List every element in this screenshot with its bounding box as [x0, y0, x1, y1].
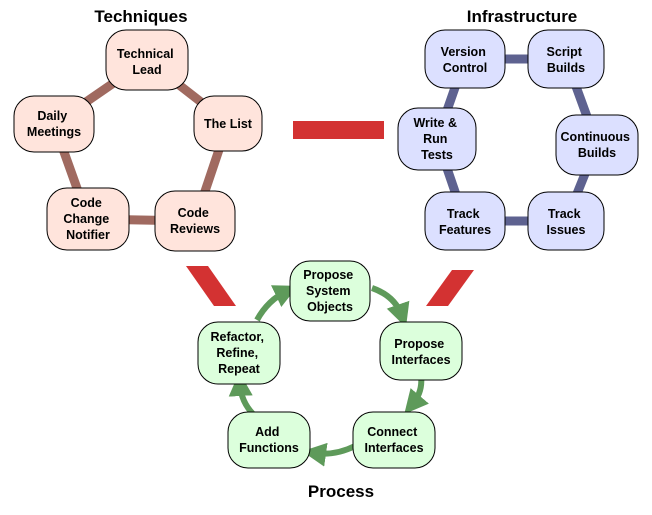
- infrastructure-title: Infrastructure: [467, 7, 578, 26]
- process-title: Process: [308, 482, 374, 501]
- node-the-list: The List: [193, 95, 263, 152]
- node-track-issues: Track Issues: [527, 191, 605, 251]
- node-technical-lead-label: Technical Lead: [117, 47, 177, 77]
- node-continuous-builds: Continuous Builds: [555, 114, 639, 176]
- node-daily-meetings-label: Daily Meetings: [27, 109, 81, 139]
- node-connect-interfaces: Connect Interfaces: [352, 411, 436, 469]
- node-version-control-label: Version Control: [441, 45, 490, 75]
- node-code-change-notifier-label: Code Change Notifier: [63, 196, 112, 242]
- node-propose-system-objects: Propose System Objects: [289, 260, 371, 322]
- node-add-functions: Add Functions: [227, 411, 311, 469]
- arrow-propose-system-objects-to-propose-interfaces: [370, 285, 410, 328]
- node-track-features-label: Track Features: [439, 207, 491, 237]
- connector-techniques-process: [186, 266, 236, 306]
- node-add-functions-label: Add Functions: [239, 425, 299, 455]
- arrow-connect-interfaces-to-add-functions: [302, 442, 357, 467]
- node-code-reviews: Code Reviews: [154, 190, 236, 252]
- node-propose-interfaces: Propose Interfaces: [379, 321, 463, 381]
- arrow-add-functions-to-refactor-refine-repeat: [228, 372, 257, 418]
- node-technical-lead: Technical Lead: [105, 29, 189, 91]
- node-connect-interfaces-label: Connect Interfaces: [364, 425, 423, 455]
- node-write-run-tests: Write & Run Tests: [397, 107, 477, 171]
- node-propose-system-objects-label: Propose System Objects: [303, 268, 357, 314]
- node-track-issues-label: Track Issues: [547, 207, 586, 237]
- node-refactor-refine-repeat: Refactor, Refine, Repeat: [197, 321, 281, 385]
- node-refactor-refine-repeat-label: Refactor, Refine, Repeat: [211, 330, 268, 376]
- node-script-builds-label: Script Builds: [547, 45, 586, 75]
- connector-infrastructure-process: [426, 270, 474, 306]
- connector-techniques-infrastructure: [293, 121, 384, 139]
- node-version-control: Version Control: [424, 29, 506, 89]
- node-write-run-tests-label: Write & Run Tests: [413, 116, 460, 162]
- node-script-builds: Script Builds: [527, 29, 605, 89]
- node-the-list-label: The List: [204, 117, 253, 131]
- node-propose-interfaces-label: Propose Interfaces: [391, 337, 450, 367]
- node-code-reviews-label: Code Reviews: [170, 206, 220, 236]
- node-code-change-notifier: Code Change Notifier: [46, 187, 130, 251]
- arrow-refactor-refine-repeat-to-propose-system-objects: [254, 285, 298, 322]
- techniques-title: Techniques: [94, 7, 187, 26]
- node-track-features: Track Features: [424, 191, 506, 251]
- node-daily-meetings: Daily Meetings: [13, 95, 95, 153]
- node-continuous-builds-label: Continuous Builds: [561, 130, 634, 160]
